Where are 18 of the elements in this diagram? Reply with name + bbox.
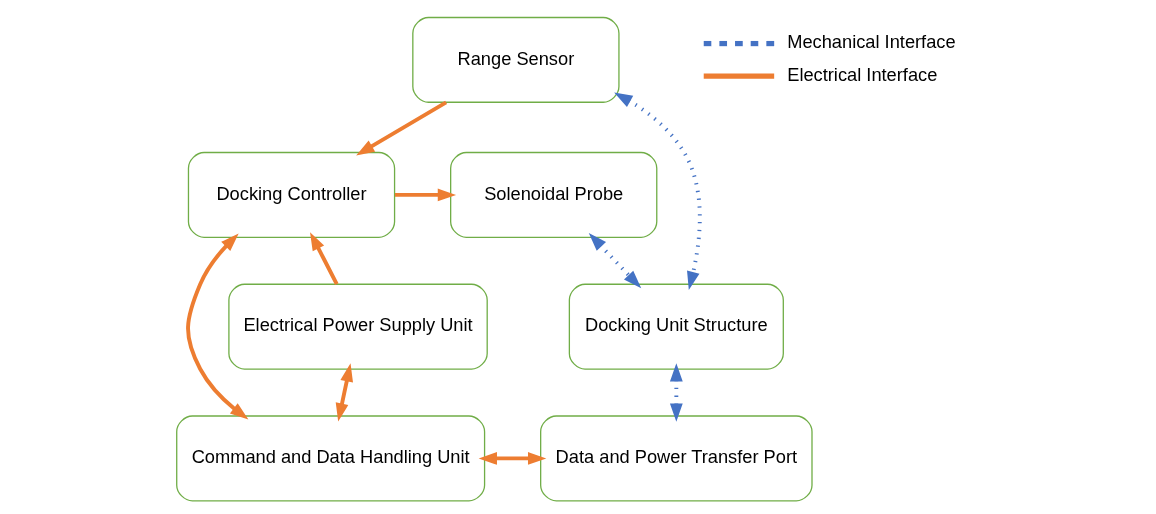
node-box: Electrical Power Supply Unit xyxy=(227,283,488,370)
arrow xyxy=(394,187,456,201)
arrow xyxy=(613,91,702,290)
arrow xyxy=(478,451,546,465)
node-box: Data and Power Transfer Port xyxy=(539,414,813,501)
node-box: Docking Unit Structure xyxy=(568,283,784,370)
arrow xyxy=(309,231,338,285)
legend-label: Electrical Interface xyxy=(786,63,937,85)
arrow xyxy=(355,100,447,155)
node-box: Command and Data Handling Unit xyxy=(175,414,485,501)
node-box: Solenoidal Probe xyxy=(449,151,657,238)
arrow xyxy=(588,232,641,288)
node-box: Docking Controller xyxy=(187,151,395,238)
arrow xyxy=(335,362,353,422)
node-box: Range Sensor xyxy=(411,16,620,103)
legend-label: Mechanical Interface xyxy=(786,30,956,52)
arrow xyxy=(669,362,683,422)
arrow xyxy=(185,232,248,419)
